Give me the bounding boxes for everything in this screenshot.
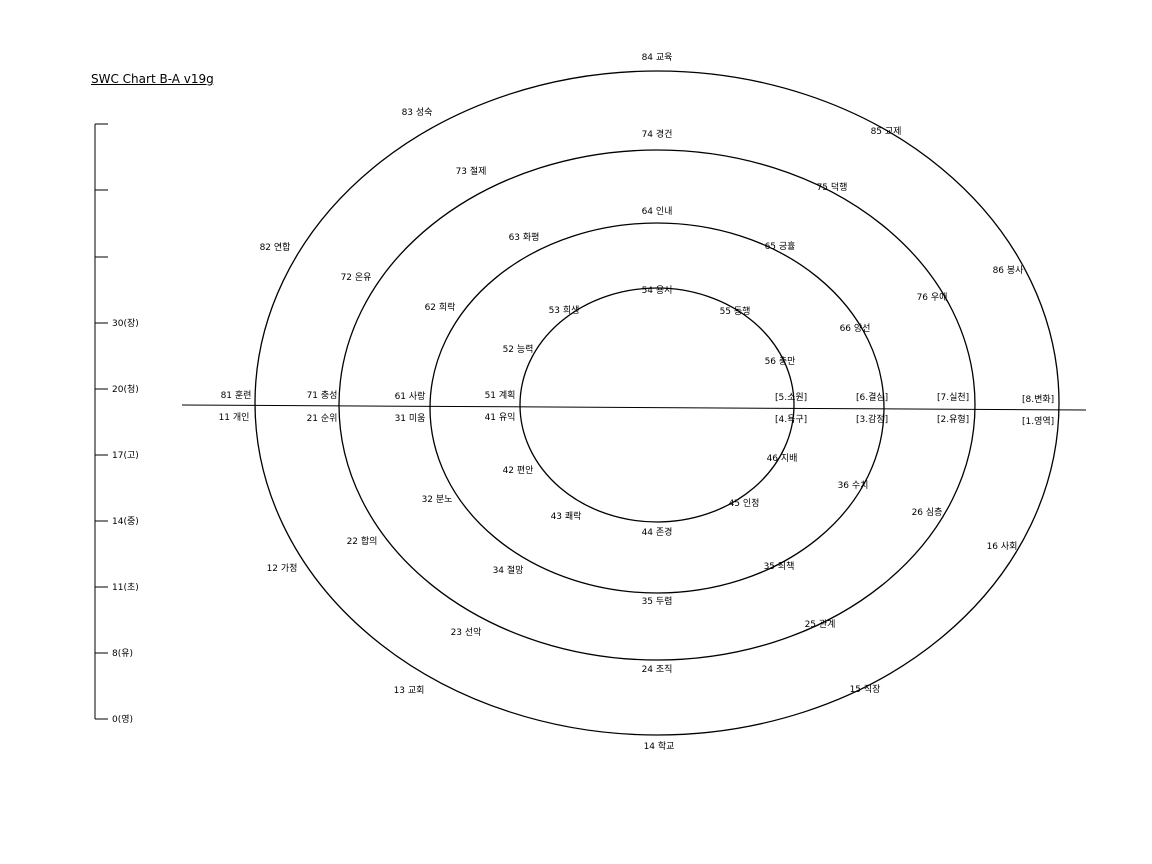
ring-2-label-left-above-axis: 61 사랑 <box>395 390 426 402</box>
ring-3-label-top-right: 75 덕행 <box>817 181 848 193</box>
ring-2-label-left-below-axis: 31 미움 <box>395 413 426 424</box>
scale-tick-label: 17(고) <box>112 451 139 461</box>
ring-1-label-bottom-right: 45 인정 <box>729 498 760 509</box>
ring-3-label-right-below-axis: [2.유형] <box>937 414 969 425</box>
ring-1-label-right-above-axis: [5.소원] <box>775 392 807 403</box>
horizontal-axis-line <box>181 404 1087 411</box>
ring-3-label-top-left: 73 절제 <box>456 165 487 177</box>
ring-4-ellipse <box>254 70 1060 736</box>
ring-1-label-right-upper: 56 충만 <box>765 356 796 367</box>
ring-2-label-right-upper: 66 양선 <box>840 323 871 334</box>
scale-tick-label: 20(청) <box>112 384 139 395</box>
ring-3-label-left-upper: 72 온유 <box>341 272 372 283</box>
ring-1-label-right-lower: 46 지배 <box>767 453 798 464</box>
ring-2-label-top: 64 인내 <box>642 206 673 217</box>
ring-1-label-left-above-axis: 51 계획 <box>485 389 516 401</box>
ring-4-label-right-upper: 86 봉사 <box>993 265 1025 276</box>
rings <box>254 70 1060 736</box>
ring-1-label-bottom: 44 존경 <box>642 526 673 538</box>
ring-4-label-top: 84 교육 <box>642 52 673 63</box>
ring-3-label-left-below-axis: 21 순위 <box>307 413 338 424</box>
ring-1-label-left-below-axis: 41 유익 <box>485 411 516 423</box>
ring-4-label-left-upper: 82 연합 <box>260 242 291 253</box>
ring-4-label-left-above-axis: 81 훈련 <box>221 389 252 401</box>
ring-4-label-bottom-right: 15 직장 <box>850 684 881 695</box>
ring-3-label-bottom-left: 23 선악 <box>451 626 482 638</box>
ring-4-label-right-above-axis: [8.변화] <box>1022 394 1054 405</box>
scale-tick-label: 14(중) <box>112 516 139 527</box>
ring-1-label-bottom-left: 43 쾌락 <box>551 510 582 522</box>
ring-2-label-left-lower: 32 분노 <box>422 494 453 505</box>
ring-labels: 54 용서 55 동행 56 충만 [5.소원] [4.욕구] 46 지배 45 인정 44 … <box>219 52 1055 752</box>
ring-2-label-right-lower: 36 수치 <box>838 479 869 491</box>
ring-1-label-top-right: 55 동행 <box>720 305 751 317</box>
ring-4-label-right-lower: 16 사회 <box>987 541 1018 552</box>
ring-4-label-bottom-left: 13 교회 <box>394 685 425 696</box>
ring-3-label-right-above-axis: [7.실천] <box>937 392 969 403</box>
ring-3-label-bottom-right: 25 관계 <box>805 618 836 630</box>
ring-2-label-right-below-axis: [3.감정] <box>856 413 888 425</box>
scale-tick-label: 8(유) <box>112 648 133 659</box>
ring-2-label-top-right: 65 긍휼 <box>765 240 796 252</box>
ring-1-label-top-left: 53 희생 <box>549 304 580 316</box>
ring-2-label-bottom-left: 34 절망 <box>493 564 524 576</box>
ring-3-label-left-lower: 22 합의 <box>347 536 378 547</box>
ring-1-label-top: 54 용서 <box>642 285 673 296</box>
ring-1-label-left-upper: 52 능력 <box>503 343 534 355</box>
ring-1-ellipse <box>519 287 795 523</box>
scale-tick-label: 0(영) <box>112 714 133 725</box>
ring-4-label-left-below-axis: 11 개인 <box>219 412 250 423</box>
scale-tick-label: 11(초) <box>112 582 139 593</box>
scale-tick-label: 30(장) <box>112 318 139 329</box>
vertical-scale: 30(장) 20(청) 17(고) 14(중) 11(초) 8(유) 0(영) <box>94 123 139 725</box>
ring-4-label-right-below-axis: [1.영역] <box>1022 416 1054 427</box>
ring-2-label-bottom: 35 두렴 <box>642 595 673 607</box>
ring-2-label-bottom-right: 35 죄책 <box>764 560 795 572</box>
ring-3-label-top: 74 경건 <box>642 128 673 140</box>
ring-4-label-top-left: 83 성숙 <box>402 107 433 118</box>
ring-2-label-top-left: 63 화평 <box>509 232 540 243</box>
ring-2-label-right-above-axis: [6.결심] <box>856 392 888 403</box>
ring-3-label-left-above-axis: 71 충성 <box>307 390 338 401</box>
ring-2-label-left-upper: 62 희락 <box>425 301 456 313</box>
ring-3-label-right-lower: 26 심층 <box>912 507 943 518</box>
ring-4-label-bottom: 14 학교 <box>644 741 675 752</box>
ring-2-ellipse <box>429 222 885 594</box>
ring-4-label-top-right: 85 교제 <box>871 126 902 137</box>
chart-title: SWC Chart B-A v19g <box>91 72 214 86</box>
ring-3-label-right-upper: 76 우애 <box>917 292 948 303</box>
ring-3-label-bottom: 24 조직 <box>642 664 673 675</box>
ring-4-label-left-lower: 12 가정 <box>267 563 298 574</box>
ring-3-ellipse <box>338 149 976 661</box>
ring-1-label-left-lower: 42 편안 <box>503 464 534 476</box>
ring-1-label-right-below-axis: [4.욕구] <box>775 414 807 425</box>
